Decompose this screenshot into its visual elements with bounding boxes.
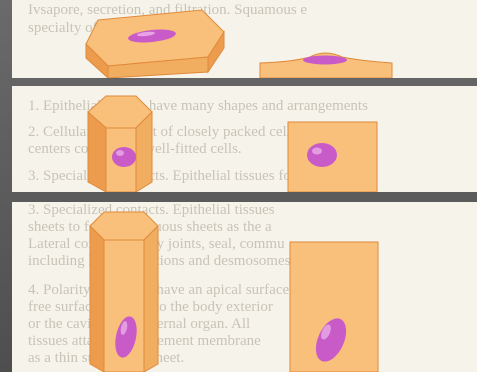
nucleus [303, 56, 347, 65]
columnar-cell-side [290, 242, 378, 372]
cuboidal-cell-side [288, 122, 377, 192]
columnar-cell-3d [90, 212, 158, 372]
panel-cuboidal: 1. Epithelial tissues have many shapes a… [12, 86, 477, 192]
columnar-cells-illustration [12, 202, 477, 372]
cuboidal-cell-3d [88, 96, 152, 192]
squamous-cells-illustration [12, 0, 477, 78]
squamous-cell-side [260, 53, 392, 78]
cuboidal-cells-illustration [12, 86, 477, 192]
squamous-cell-3d [86, 10, 224, 78]
panel-squamous: Ivsapore, secretion, and filtration. Squ… [12, 0, 477, 78]
panel-columnar: 3. Specialized contacts. Epithelial tiss… [12, 202, 477, 372]
nucleus [307, 143, 337, 167]
nucleus [112, 147, 136, 167]
